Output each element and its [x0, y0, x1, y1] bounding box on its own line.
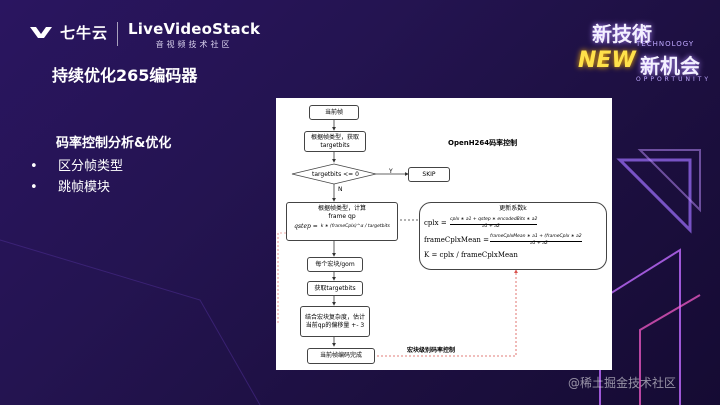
bullet-item: • 跳帧模块 [30, 177, 123, 198]
bullet-text: 跳帧模块 [58, 180, 111, 195]
cplx-denominator: a1 + a2 [482, 224, 500, 229]
node-update-k: 更新系数k cplx = cplx ∗ a1 + qstep ∗ encoded… [419, 202, 607, 270]
qiniu-logo-icon [30, 26, 52, 38]
section-title: 码率控制分析&优化 [56, 136, 172, 151]
livevideostack-title: LiveVideoStack [128, 20, 261, 38]
flowchart-panel: 当前帧 根据帧类型，获取 targetbits targetbits <= 0 … [276, 98, 612, 370]
flowchart-connectors [277, 119, 518, 357]
livevideostack-logo: LiveVideoStack 音视频技术社区 [128, 20, 260, 50]
qiniu-logo: 七牛云 [28, 22, 108, 43]
header-divider [117, 22, 118, 46]
slide-title: 持续优化265编码器 [52, 66, 198, 85]
bullet-list: • 区分帧类型 • 跳帧模块 [30, 156, 123, 198]
mean-lhs: frameCplxMean = [424, 236, 489, 244]
mb-rate-control-label: 宏块级别码率控制 [407, 347, 456, 354]
node-adjust-qp: 结合宏块复杂度，估计 当前qp的偏移量 +- 3 [300, 306, 370, 337]
update-title: 更新系数k [499, 205, 527, 212]
panel-title: OpenH264码率控制 [448, 139, 518, 147]
yes-label: Y [389, 168, 393, 175]
node-skip: SKIP [408, 167, 450, 182]
node-current-frame: 当前帧 [309, 105, 359, 120]
bullet-item: • 区分帧类型 [30, 156, 123, 177]
watermark: @稀土掘金技术社区 [568, 376, 677, 390]
mean-numerator: frameCplxMean ∗ a1 + (frameCplx ∗ a2 [490, 233, 582, 242]
node-get-targetbits: 根据帧类型，获取 targetbits [304, 131, 366, 152]
bullet-marker: • [30, 180, 38, 195]
cplx-lhs: cplx = [424, 219, 447, 227]
node-compute-qp: 根据帧类型，计算 frame qp qstep = k ∗ (frameCplx… [286, 202, 398, 241]
node-frame-done: 当前帧编码完成 [307, 348, 375, 364]
event-logo-new: NEW [578, 48, 636, 73]
node-per-macroblock: 每个宏块/gom [307, 257, 363, 272]
qstep-lhs: qstep = [294, 223, 318, 230]
k-equation: K = cplx / frameCplxMean [424, 251, 518, 259]
event-logo-opportunity: OPPORTUNITY [636, 76, 712, 83]
event-logo-line2: 新机会 [640, 54, 700, 78]
livevideostack-subtitle: 音视频技术社区 [155, 40, 233, 49]
bullet-text: 区分帧类型 [58, 159, 124, 174]
qiniu-brand-text: 七牛云 [60, 24, 109, 42]
node-decision-text: targetbits <= 0 [312, 171, 359, 178]
compute-qp-heading: 根据帧类型，计算 frame qp [317, 205, 366, 220]
event-logo-line1: 新技術 [592, 22, 652, 46]
no-label: N [338, 186, 343, 193]
event-logo-technology: TECHNOLOGY [636, 40, 695, 48]
qstep-fraction: k ∗ (frameCplx)^α / targetbits [320, 224, 390, 229]
cplx-numerator: cplx ∗ a1 + qstep ∗ encodedBits ∗ a2 [450, 216, 538, 225]
node-get-targetbits-mb: 获取targetbits [307, 281, 363, 296]
bullet-marker: • [30, 159, 38, 174]
mean-denominator: a1 + a2 [530, 241, 548, 246]
event-logo: 新技術 TECHNOLOGY NEW 新机会 OPPORTUNITY [572, 18, 712, 90]
